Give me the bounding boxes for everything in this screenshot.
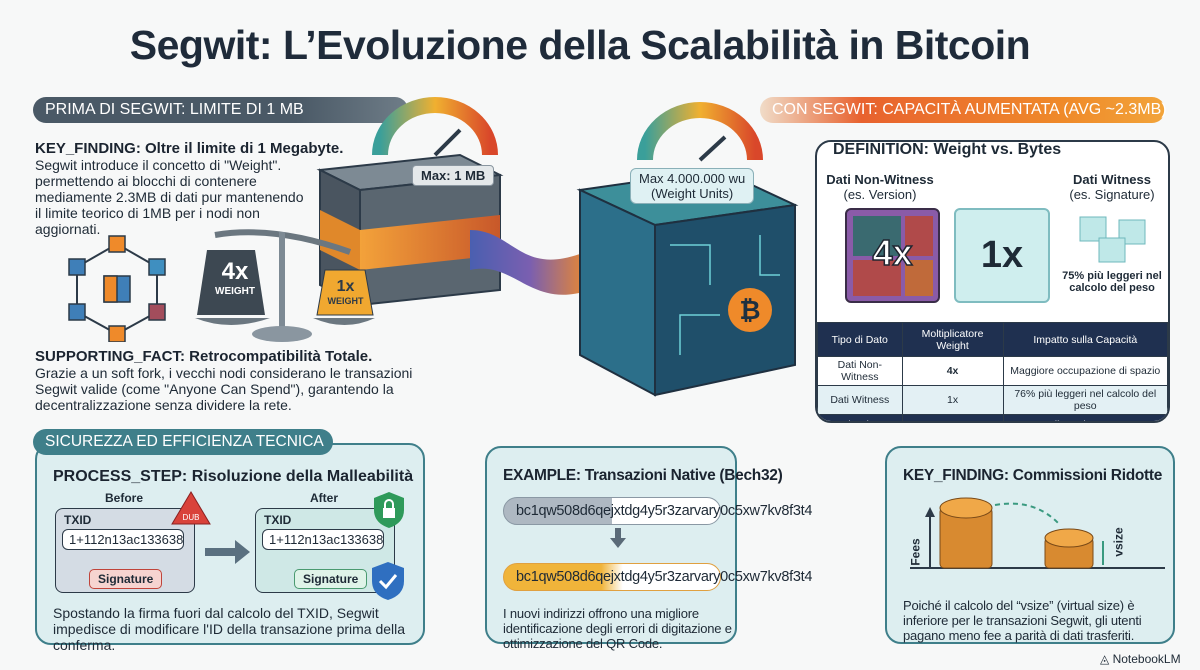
example-panel bbox=[485, 446, 737, 644]
section-header-before: PRIMA DI SEGWIT: LIMITE DI 1 MB bbox=[33, 97, 408, 123]
light-weight-value: 1x bbox=[336, 278, 355, 295]
arrow-down-icon bbox=[610, 528, 626, 548]
lock-shield-icon bbox=[374, 492, 404, 528]
definition-panel: DEFINITION: Weight vs. Bytes Dati Non-Wi… bbox=[815, 140, 1170, 423]
key-finding-title: KEY_FINDING: Oltre il limite di 1 Megaby… bbox=[35, 140, 344, 157]
after-diagram: TXID 1+112n13ac133638 Signature bbox=[255, 508, 395, 593]
key-finding-block: KEY_FINDING: Oltre il limite di 1 Megaby… bbox=[35, 140, 344, 237]
arrow-right-icon bbox=[205, 540, 250, 564]
fees-coins-chart bbox=[910, 497, 1165, 569]
witness-note: 75% più leggeri nel calcolo del peso bbox=[1062, 270, 1162, 294]
supporting-fact-title: SUPPORTING_FACT: Retrocompatibilità Tota… bbox=[35, 348, 373, 365]
non-witness-blocks-icon: 4x bbox=[845, 208, 940, 303]
witness-multiplier: 1x bbox=[954, 208, 1050, 303]
weight-scale-icon bbox=[195, 229, 375, 342]
txid-before: 1+112n13ac133638 bbox=[62, 529, 184, 550]
signature-before: Signature bbox=[89, 569, 163, 589]
signature-after: Signature bbox=[294, 569, 368, 589]
table-row: Totale BloccoMax 4.000.000 wuMedia reale… bbox=[817, 414, 1168, 421]
bitcoin-icon: ₿ bbox=[739, 295, 760, 325]
example-text: I nuovi indirizzi offrono una migliore i… bbox=[503, 606, 732, 651]
glass-cubes-icon bbox=[1079, 216, 1146, 263]
warning-icon: DUB bbox=[171, 491, 211, 525]
old-block-label: Max: 1 MB bbox=[412, 165, 495, 186]
fees-title: KEY_FINDING: Commissioni Ridotte bbox=[903, 467, 1163, 484]
light-weight-label: WEIGHT bbox=[327, 296, 364, 306]
definition-title: DEFINITION: Weight vs. Bytes bbox=[827, 142, 1068, 159]
address-bech32: bc1qw508d6qejxtdg4y5r3zarvary0c5xw7kv8f3… bbox=[503, 563, 812, 591]
security-header: SICUREZZA ED EFFICIENZA TECNICA bbox=[33, 429, 333, 455]
supporting-fact-block: SUPPORTING_FACT: Retrocompatibilità Tota… bbox=[35, 348, 430, 413]
fees-panel bbox=[885, 446, 1175, 644]
old-block-illustration bbox=[316, 97, 504, 307]
notebooklm-logo: ◬ NotebookLM bbox=[1100, 652, 1181, 666]
transition-ribbon bbox=[470, 230, 590, 295]
fees-text: Poiché il calcolo del “vsize” (virtual s… bbox=[903, 598, 1142, 643]
txid-after: 1+112n13ac133638 bbox=[262, 529, 384, 550]
address-legacy: bc1qw508d6qejxtdg4y5r3zarvary0c5xw7kv8f3… bbox=[503, 497, 812, 525]
example-title: EXAMPLE: Transazioni Native (Bech32) bbox=[503, 467, 783, 484]
supporting-fact-text: Grazie a un soft fork, i vecchi nodi con… bbox=[35, 365, 413, 413]
segwit-block-illustration: ₿ bbox=[576, 102, 799, 397]
security-text: Spostando la firma fuori dal calcolo del… bbox=[53, 605, 406, 653]
before-diagram: TXID 1+112n13ac133638 Signature bbox=[55, 508, 195, 593]
page-title: Segwit: L’Evoluzione della Scalabilità i… bbox=[129, 22, 1031, 68]
process-step-title: PROCESS_STEP: Risoluzione della Malleabi… bbox=[53, 468, 414, 485]
new-block-label: Max 4.000.000 wu (Weight Units) bbox=[630, 168, 755, 204]
heavy-weight-label: WEIGHT bbox=[215, 286, 255, 297]
key-finding-text: Segwit introduce il concetto di "Weight"… bbox=[35, 157, 304, 237]
heavy-weight-value: 4x bbox=[221, 258, 249, 285]
network-cubes-icon bbox=[68, 235, 166, 342]
vsize-label: vsize bbox=[1111, 527, 1126, 557]
svg-text:DUB: DUB bbox=[183, 513, 200, 522]
fees-axis-label: Fees bbox=[908, 538, 923, 566]
check-shield-icon bbox=[372, 562, 404, 600]
section-header-after: CON SEGWIT: CAPACITÀ AUMENTATA (AVG ~2.3… bbox=[760, 97, 1167, 123]
